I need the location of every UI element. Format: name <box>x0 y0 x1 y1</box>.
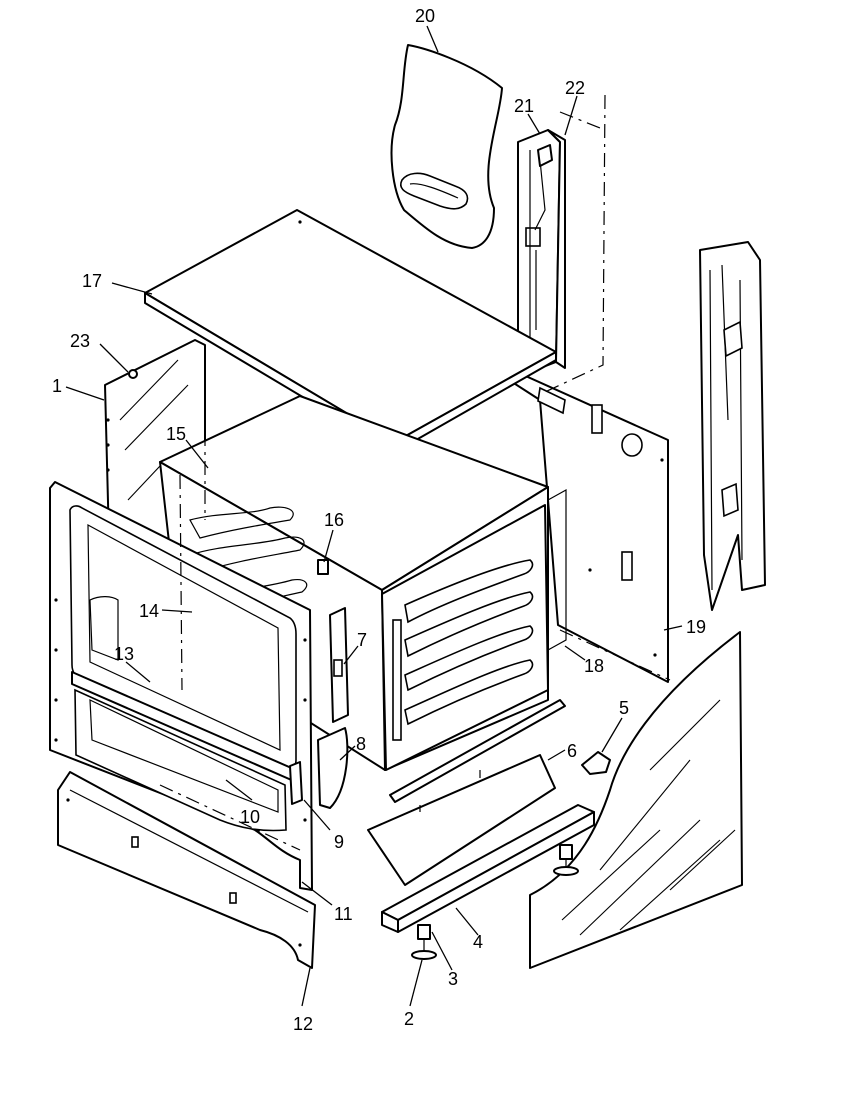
hinge-bracket <box>329 607 349 723</box>
leveling-leg-rear <box>553 844 579 876</box>
callout-22: 22 <box>565 78 585 98</box>
bottom-shield <box>367 699 566 886</box>
right-side-panel <box>529 631 743 969</box>
leader-lines <box>65 25 683 1007</box>
front-frame <box>49 481 313 891</box>
callout-1: 1 <box>52 376 62 396</box>
callout-19: 19 <box>686 617 706 637</box>
toe-kick-panel <box>57 771 316 969</box>
clip <box>581 751 611 775</box>
rear-panel <box>449 341 669 683</box>
callout-10: 10 <box>240 807 260 827</box>
hinge-cover <box>317 727 349 809</box>
callout-13: 13 <box>114 644 134 664</box>
callout-17: 17 <box>82 271 102 291</box>
insulation-blanket <box>390 44 503 249</box>
callout-12: 12 <box>293 1014 313 1034</box>
callout-21: 21 <box>514 96 534 116</box>
callout-23: 23 <box>70 331 90 351</box>
callout-16: 16 <box>324 510 344 530</box>
callout-15: 15 <box>166 424 186 444</box>
kick-rail <box>381 804 595 933</box>
leveling-leg-front <box>411 924 437 960</box>
callout-18: 18 <box>584 656 604 676</box>
callout-4: 4 <box>473 932 483 952</box>
screw <box>128 369 138 379</box>
assembly-guides <box>159 94 671 851</box>
callout-2: 2 <box>404 1009 414 1029</box>
callouts: 20 21 22 17 23 1 15 16 14 13 7 8 18 19 5… <box>52 6 706 1034</box>
small-bracket <box>317 559 329 575</box>
callout-9: 9 <box>334 832 344 852</box>
right-side-trim <box>699 241 766 611</box>
callout-8: 8 <box>356 734 366 754</box>
callout-14: 14 <box>139 601 159 621</box>
callout-3: 3 <box>448 969 458 989</box>
callout-20: 20 <box>415 6 435 26</box>
callout-7: 7 <box>357 630 367 650</box>
side-trim-strip <box>289 761 303 805</box>
callout-5: 5 <box>619 698 629 718</box>
callout-11: 11 <box>334 904 353 924</box>
rack-support-side <box>381 488 567 771</box>
rear-trim-assembly <box>517 129 566 373</box>
callout-6: 6 <box>567 741 577 761</box>
